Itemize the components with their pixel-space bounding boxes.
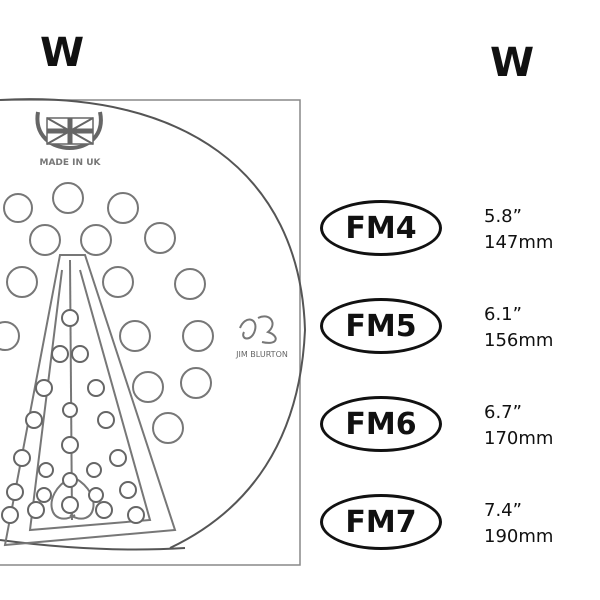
size-row-fm5: FM5 6.1” 156mm — [320, 298, 590, 358]
size-mm: 147mm — [484, 232, 554, 253]
size-inches: 6.7” — [484, 402, 522, 423]
size-row-fm6: FM6 6.7” 170mm — [320, 396, 590, 456]
size-inches: 6.1” — [484, 304, 522, 325]
size-dimensions: 7.4” 190mm — [484, 498, 553, 550]
model-badge: FM7 — [320, 494, 442, 550]
model-badge: FM6 — [320, 396, 442, 452]
size-mm: 156mm — [484, 330, 554, 351]
size-row-fm7: FM7 7.4” 190mm — [320, 494, 590, 554]
size-dimensions: 5.8” 147mm — [484, 204, 553, 256]
size-mm: 170mm — [484, 428, 554, 449]
jim-blurton-logo-icon — [239, 315, 277, 344]
size-dimensions: 6.1” 156mm — [484, 302, 553, 354]
frog-plate-diagram: MADE IN UK — [0, 98, 307, 566]
outer-holes — [0, 182, 214, 444]
frog-outline — [3, 254, 177, 547]
plate-bottom-curve — [0, 539, 186, 551]
plate-outline — [0, 99, 301, 566]
made-in-uk-text: MADE IN UK — [40, 158, 102, 168]
model-badge: FM5 — [320, 298, 442, 354]
frog-holes — [1, 309, 145, 524]
model-badge: FM4 — [320, 200, 442, 256]
size-inches: 5.8” — [484, 206, 522, 227]
size-mm: 190mm — [484, 526, 554, 547]
width-label-left: W — [40, 30, 85, 76]
size-inches: 7.4” — [484, 500, 522, 521]
jim-blurton-text: JIM BLURTON — [235, 350, 288, 359]
width-label-right: W — [490, 40, 535, 86]
horseshoe-badge-icon — [35, 111, 103, 150]
plate-curve — [0, 98, 307, 549]
size-dimensions: 6.7” 170mm — [484, 400, 553, 452]
size-row-fm4: FM4 5.8” 147mm — [320, 200, 590, 260]
